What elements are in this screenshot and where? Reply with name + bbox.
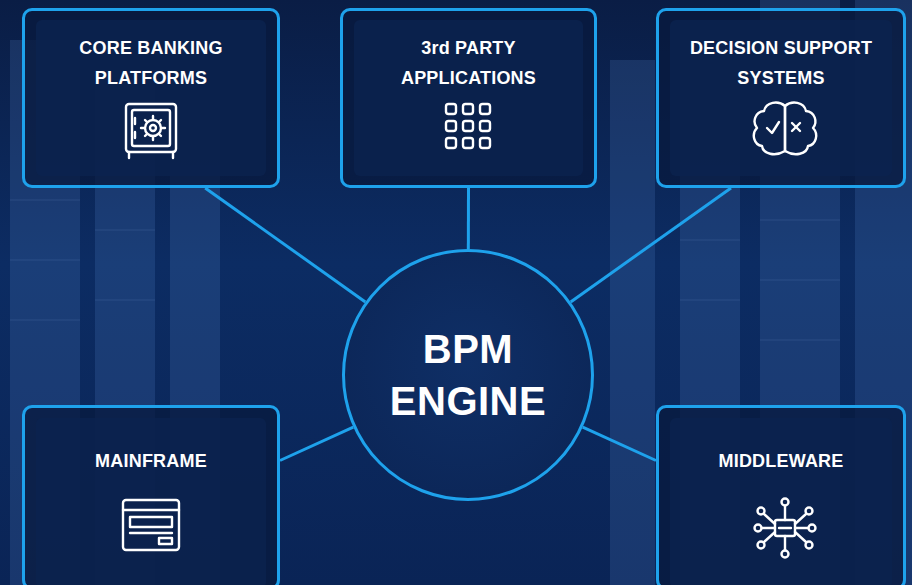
system-box: MAINFRAME (22, 405, 280, 585)
system-box: MIDDLEWARE (656, 405, 906, 585)
connector-line (467, 188, 470, 249)
apps-grid-icon (446, 104, 490, 148)
connector-line (571, 188, 731, 302)
engine-circle: BPM ENGINE (342, 249, 594, 501)
system-box: DECISION SUPPORT SYSTEMS (656, 8, 906, 188)
box-label: MIDDLEWARE (675, 446, 887, 476)
window-icon (123, 500, 179, 550)
system-box: CORE BANKING PLATFORMS (22, 8, 280, 188)
connector-line (205, 188, 365, 302)
box-label: CORE BANKING PLATFORMS (45, 33, 257, 93)
engine-label: BPM ENGINE (378, 323, 558, 427)
box-label: 3rd PARTY APPLICATIONS (363, 33, 575, 93)
connector-line (583, 427, 656, 460)
connector-line (280, 427, 353, 460)
safe-icon (126, 104, 176, 158)
box-label: DECISION SUPPORT SYSTEMS (675, 33, 887, 93)
box-label: MAINFRAME (45, 446, 257, 476)
network-icon (755, 499, 816, 558)
brain-icon (754, 103, 816, 155)
system-box: 3rd PARTY APPLICATIONS (340, 8, 597, 188)
